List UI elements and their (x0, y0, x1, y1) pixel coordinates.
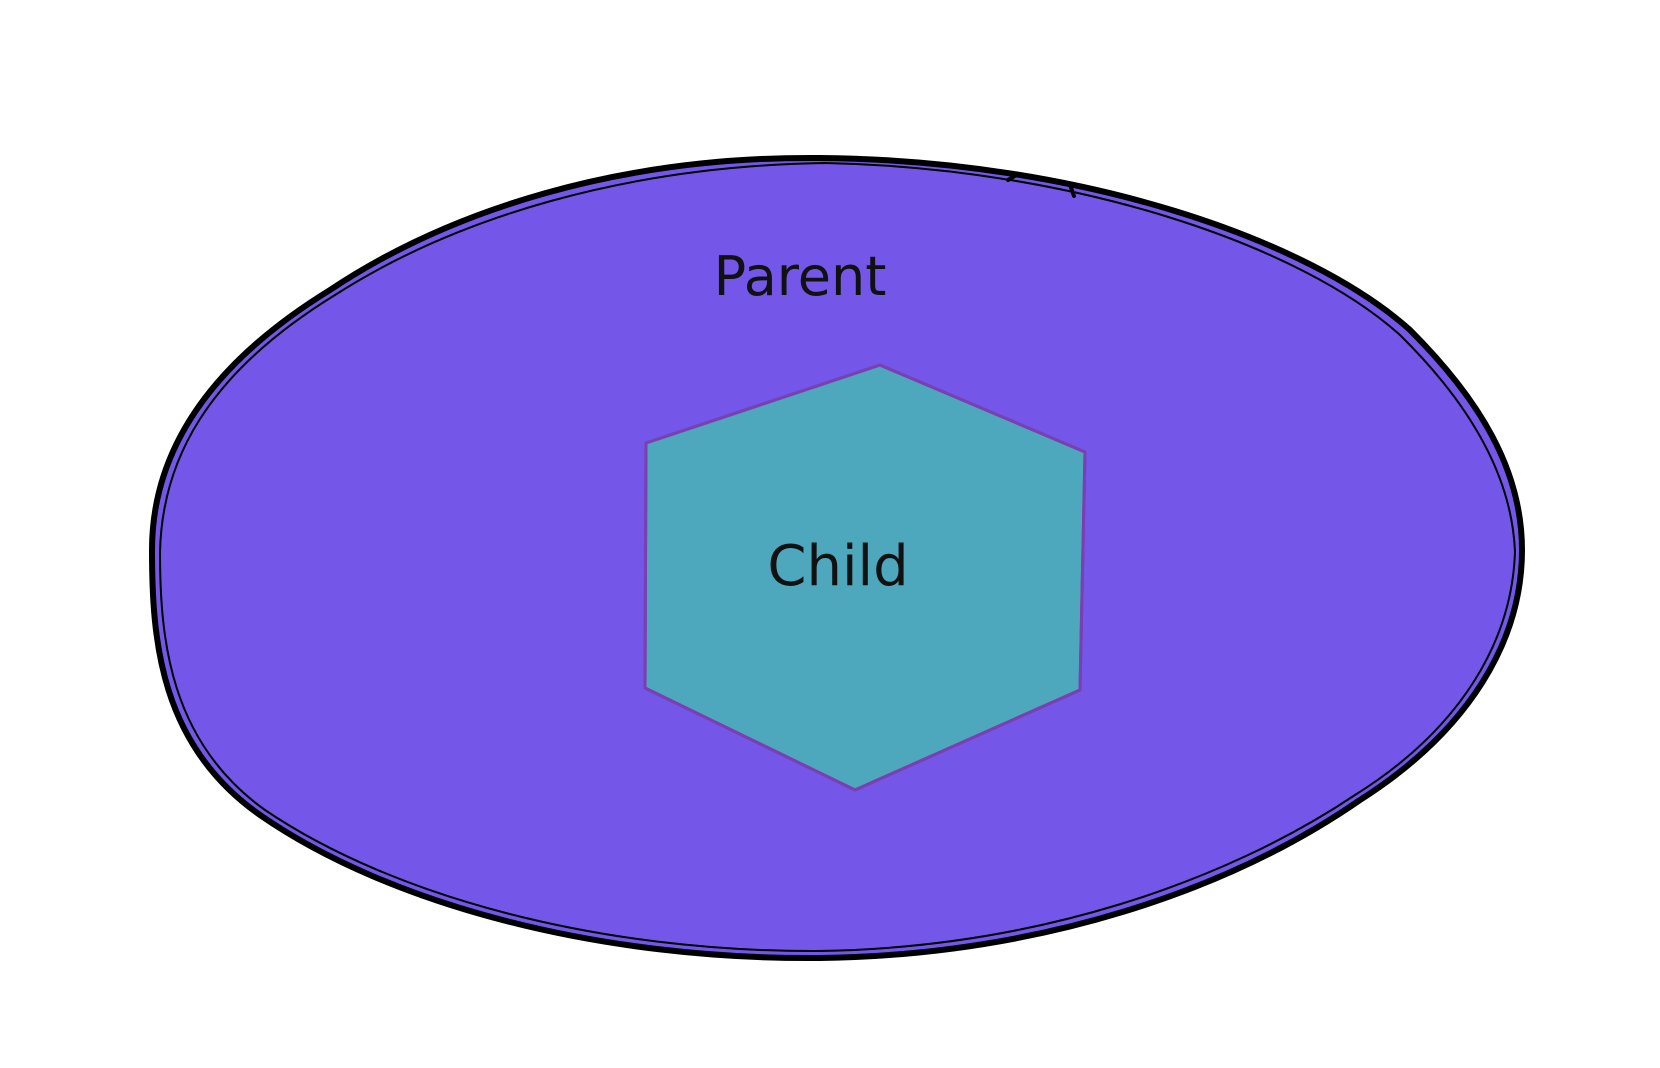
parent-label: Parent (714, 245, 887, 308)
child-label: Child (767, 534, 908, 599)
child-node[interactable]: Child (643, 363, 1087, 792)
child-hexagon-outline (643, 363, 1087, 792)
parent-sketch-mark (1006, 172, 1076, 198)
parent-ellipse-sketch-stroke (159, 162, 1516, 953)
